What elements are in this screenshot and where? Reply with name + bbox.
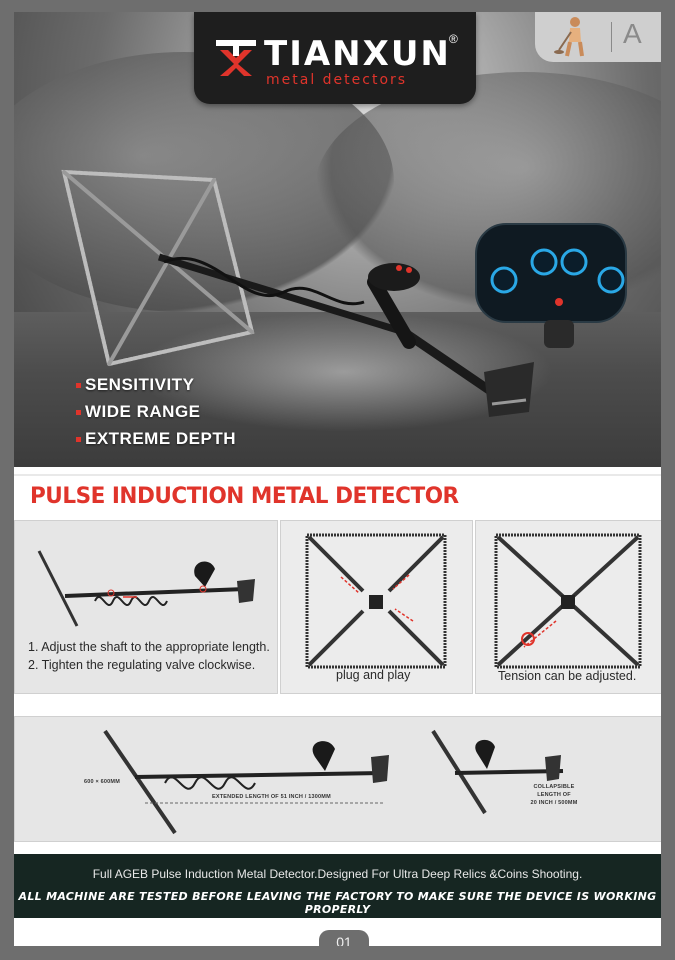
plug-caption: plug and play bbox=[336, 668, 411, 682]
footer-description: Full AGEB Pulse Induction Metal Detector… bbox=[92, 867, 583, 881]
page-number-tab bbox=[319, 930, 369, 946]
feature-item: SENSITIVITY bbox=[76, 375, 236, 402]
section-letter: A bbox=[623, 18, 642, 49]
bullet-icon bbox=[76, 383, 81, 389]
tianxun-logo-icon bbox=[216, 40, 256, 76]
brand-logo-box: TIANXUN ® metal detectors bbox=[194, 12, 476, 104]
adjust-shaft-panel bbox=[14, 520, 278, 694]
shaft-adjust-illustration bbox=[37, 550, 255, 627]
coil-assembly-illustration bbox=[305, 533, 447, 669]
instruction-step: 2. Tighten the regulating valve clockwis… bbox=[28, 658, 256, 672]
collapsible-label-3: 20 INCH / 500MM bbox=[530, 800, 578, 806]
tension-caption: Tension can be adjusted. bbox=[498, 669, 637, 683]
instruction-step: 1. Adjust the shaft to the appropriate l… bbox=[28, 640, 270, 654]
page-title: PULSE INDUCTION METAL DETECTOR bbox=[30, 484, 459, 509]
feature-list: SENSITIVITY WIDE RANGE EXTREME DEPTH bbox=[76, 375, 236, 456]
dimensions-panel bbox=[14, 716, 661, 842]
plug-and-play-panel bbox=[280, 520, 473, 694]
tension-panel bbox=[475, 520, 661, 694]
collapsible-label-2: LENGTH OF bbox=[537, 792, 571, 798]
brand-tagline: metal detectors bbox=[266, 72, 408, 88]
brand-name: TIANXUN bbox=[264, 34, 451, 74]
bullet-icon bbox=[76, 410, 81, 416]
footer-quality-note: ALL MACHINE ARE TESTED BEFORE LEAVING TH… bbox=[18, 890, 657, 916]
dimension-illustration bbox=[103, 729, 564, 835]
collapsible-label-1: COLLAPSIBLE bbox=[533, 784, 575, 790]
page-number: 01 bbox=[336, 934, 352, 946]
extended-length-label: EXTENDED LENGTH OF 51 INCH / 1300MM bbox=[212, 794, 331, 800]
corner-tab: A bbox=[535, 12, 661, 62]
registered-mark: ® bbox=[449, 32, 458, 46]
bullet-icon bbox=[76, 437, 81, 443]
hero-image: TIANXUN ® metal detectors A SENSITIVITY … bbox=[14, 12, 661, 467]
detector-illustration bbox=[61, 169, 627, 417]
feature-item: EXTREME DEPTH bbox=[76, 429, 236, 456]
detectorist-icon bbox=[554, 17, 584, 57]
catalog-page: TIANXUN ® metal detectors A SENSITIVITY … bbox=[14, 12, 661, 946]
tension-illustration bbox=[494, 533, 642, 669]
footer-banner bbox=[14, 854, 661, 918]
feature-item: WIDE RANGE bbox=[76, 402, 236, 429]
coil-size-label: 600 × 600MM bbox=[84, 779, 120, 785]
